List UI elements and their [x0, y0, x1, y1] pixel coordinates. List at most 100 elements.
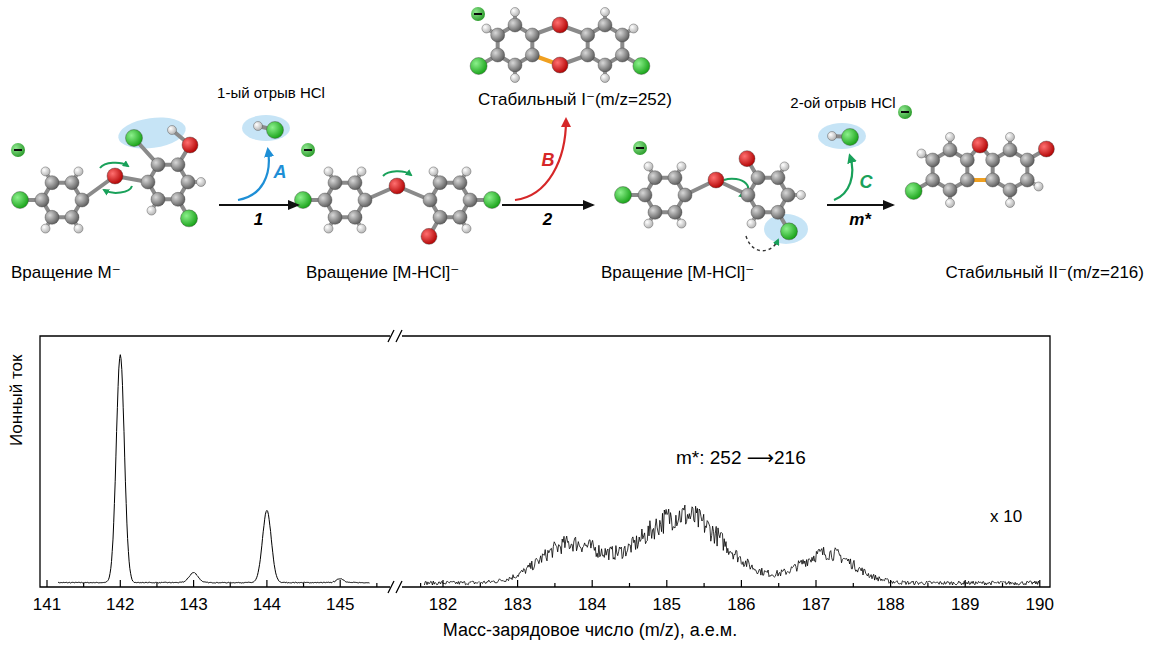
atom: [1003, 183, 1017, 197]
atom: [946, 199, 955, 208]
atom: [828, 132, 837, 141]
tick: [778, 583, 779, 587]
tick-label: 185: [653, 595, 681, 615]
atom: [389, 178, 405, 194]
atom: [141, 175, 155, 189]
molecule-node: Вращение [M-HCl]⁻: [595, 140, 825, 285]
tick: [1039, 580, 1040, 587]
atom: [601, 8, 610, 17]
atom: [74, 167, 83, 176]
atom: [511, 74, 520, 83]
atom: [181, 210, 198, 227]
tick: [193, 580, 194, 587]
atom: [1020, 173, 1034, 187]
atom: [508, 58, 522, 72]
rotation-arrow: [383, 171, 411, 176]
atom: [12, 192, 29, 209]
atom: [126, 130, 143, 147]
charge-mark: [11, 143, 25, 157]
rotation-arrow: [100, 163, 128, 168]
molecule-node: Стабильный II⁻(m/z=216): [895, 95, 1150, 285]
atom: [433, 176, 447, 190]
hcl-highlight: [764, 214, 808, 244]
tick: [592, 580, 593, 587]
tick: [266, 580, 267, 587]
axis-label: Масс-зарядовое число (m/z), а.е.м.: [443, 620, 737, 642]
atom: [708, 172, 724, 188]
atom: [171, 158, 185, 172]
tick-label: 187: [802, 595, 830, 615]
atom: [508, 18, 522, 32]
atom: [747, 219, 756, 228]
atom: [771, 205, 785, 219]
atom: [181, 175, 195, 189]
atom: [644, 219, 653, 228]
atom: [65, 210, 79, 224]
atom: [960, 153, 974, 167]
tick: [303, 583, 304, 587]
atom: [615, 28, 629, 42]
tick: [340, 580, 341, 587]
atom: [598, 18, 612, 32]
molecule-caption: Стабильный II⁻(m/z=216): [941, 263, 1148, 283]
step-number: 1: [254, 211, 263, 230]
atom: [615, 48, 629, 62]
molecule-node: Вращение M⁻: [5, 95, 217, 285]
atom: [328, 176, 342, 190]
hcl-highlight: [818, 123, 866, 149]
atom: [35, 193, 49, 207]
atom: [324, 224, 333, 233]
tick: [666, 580, 667, 587]
charge-mark: [301, 143, 315, 157]
migration-arc: [746, 236, 778, 251]
atom: [41, 167, 50, 176]
atom: [739, 151, 755, 167]
tick: [46, 580, 47, 587]
atom: [453, 210, 467, 224]
tick: [376, 583, 377, 587]
atom: [453, 176, 467, 190]
tick: [741, 580, 742, 587]
atom: [633, 58, 650, 75]
charge-mark: [633, 141, 647, 155]
molecule-node: 1-ый отрыв HCl: [210, 82, 332, 144]
atom: [482, 24, 491, 33]
atom: [357, 224, 366, 233]
charge-mark: [14, 149, 22, 151]
atom: [328, 210, 342, 224]
atom: [581, 48, 595, 62]
atom: [1020, 153, 1034, 167]
reaction-arrow: [827, 204, 893, 206]
tick-label: 188: [876, 595, 904, 615]
charge-mark: [474, 13, 482, 15]
tick: [927, 583, 928, 587]
channel-letter: C: [860, 172, 873, 194]
atom: [65, 176, 79, 190]
atom: [484, 192, 501, 209]
atom: [433, 210, 447, 224]
tick: [703, 583, 704, 587]
channel-letter: B: [542, 150, 555, 172]
atom: [741, 188, 755, 202]
step-number: 2: [543, 211, 552, 230]
tick: [83, 583, 84, 587]
atom: [74, 224, 83, 233]
tick-label: 182: [429, 595, 457, 615]
charge-mark: [898, 105, 912, 119]
loss-arrow: [515, 120, 566, 200]
atom: [1034, 182, 1043, 191]
atom: [986, 173, 1000, 187]
spectrum-trace: [58, 355, 370, 583]
tick-label: 183: [503, 595, 531, 615]
atom: [678, 188, 692, 202]
atom: [470, 58, 487, 75]
atom: [552, 57, 568, 73]
reaction-arrow: [219, 204, 298, 206]
atom: [943, 183, 957, 197]
reaction-arrow: [502, 204, 593, 206]
axis-label: Ионный ток: [8, 354, 28, 445]
atom: [751, 205, 765, 219]
atom: [525, 48, 539, 62]
atom: [1003, 143, 1017, 157]
atom: [171, 192, 185, 206]
